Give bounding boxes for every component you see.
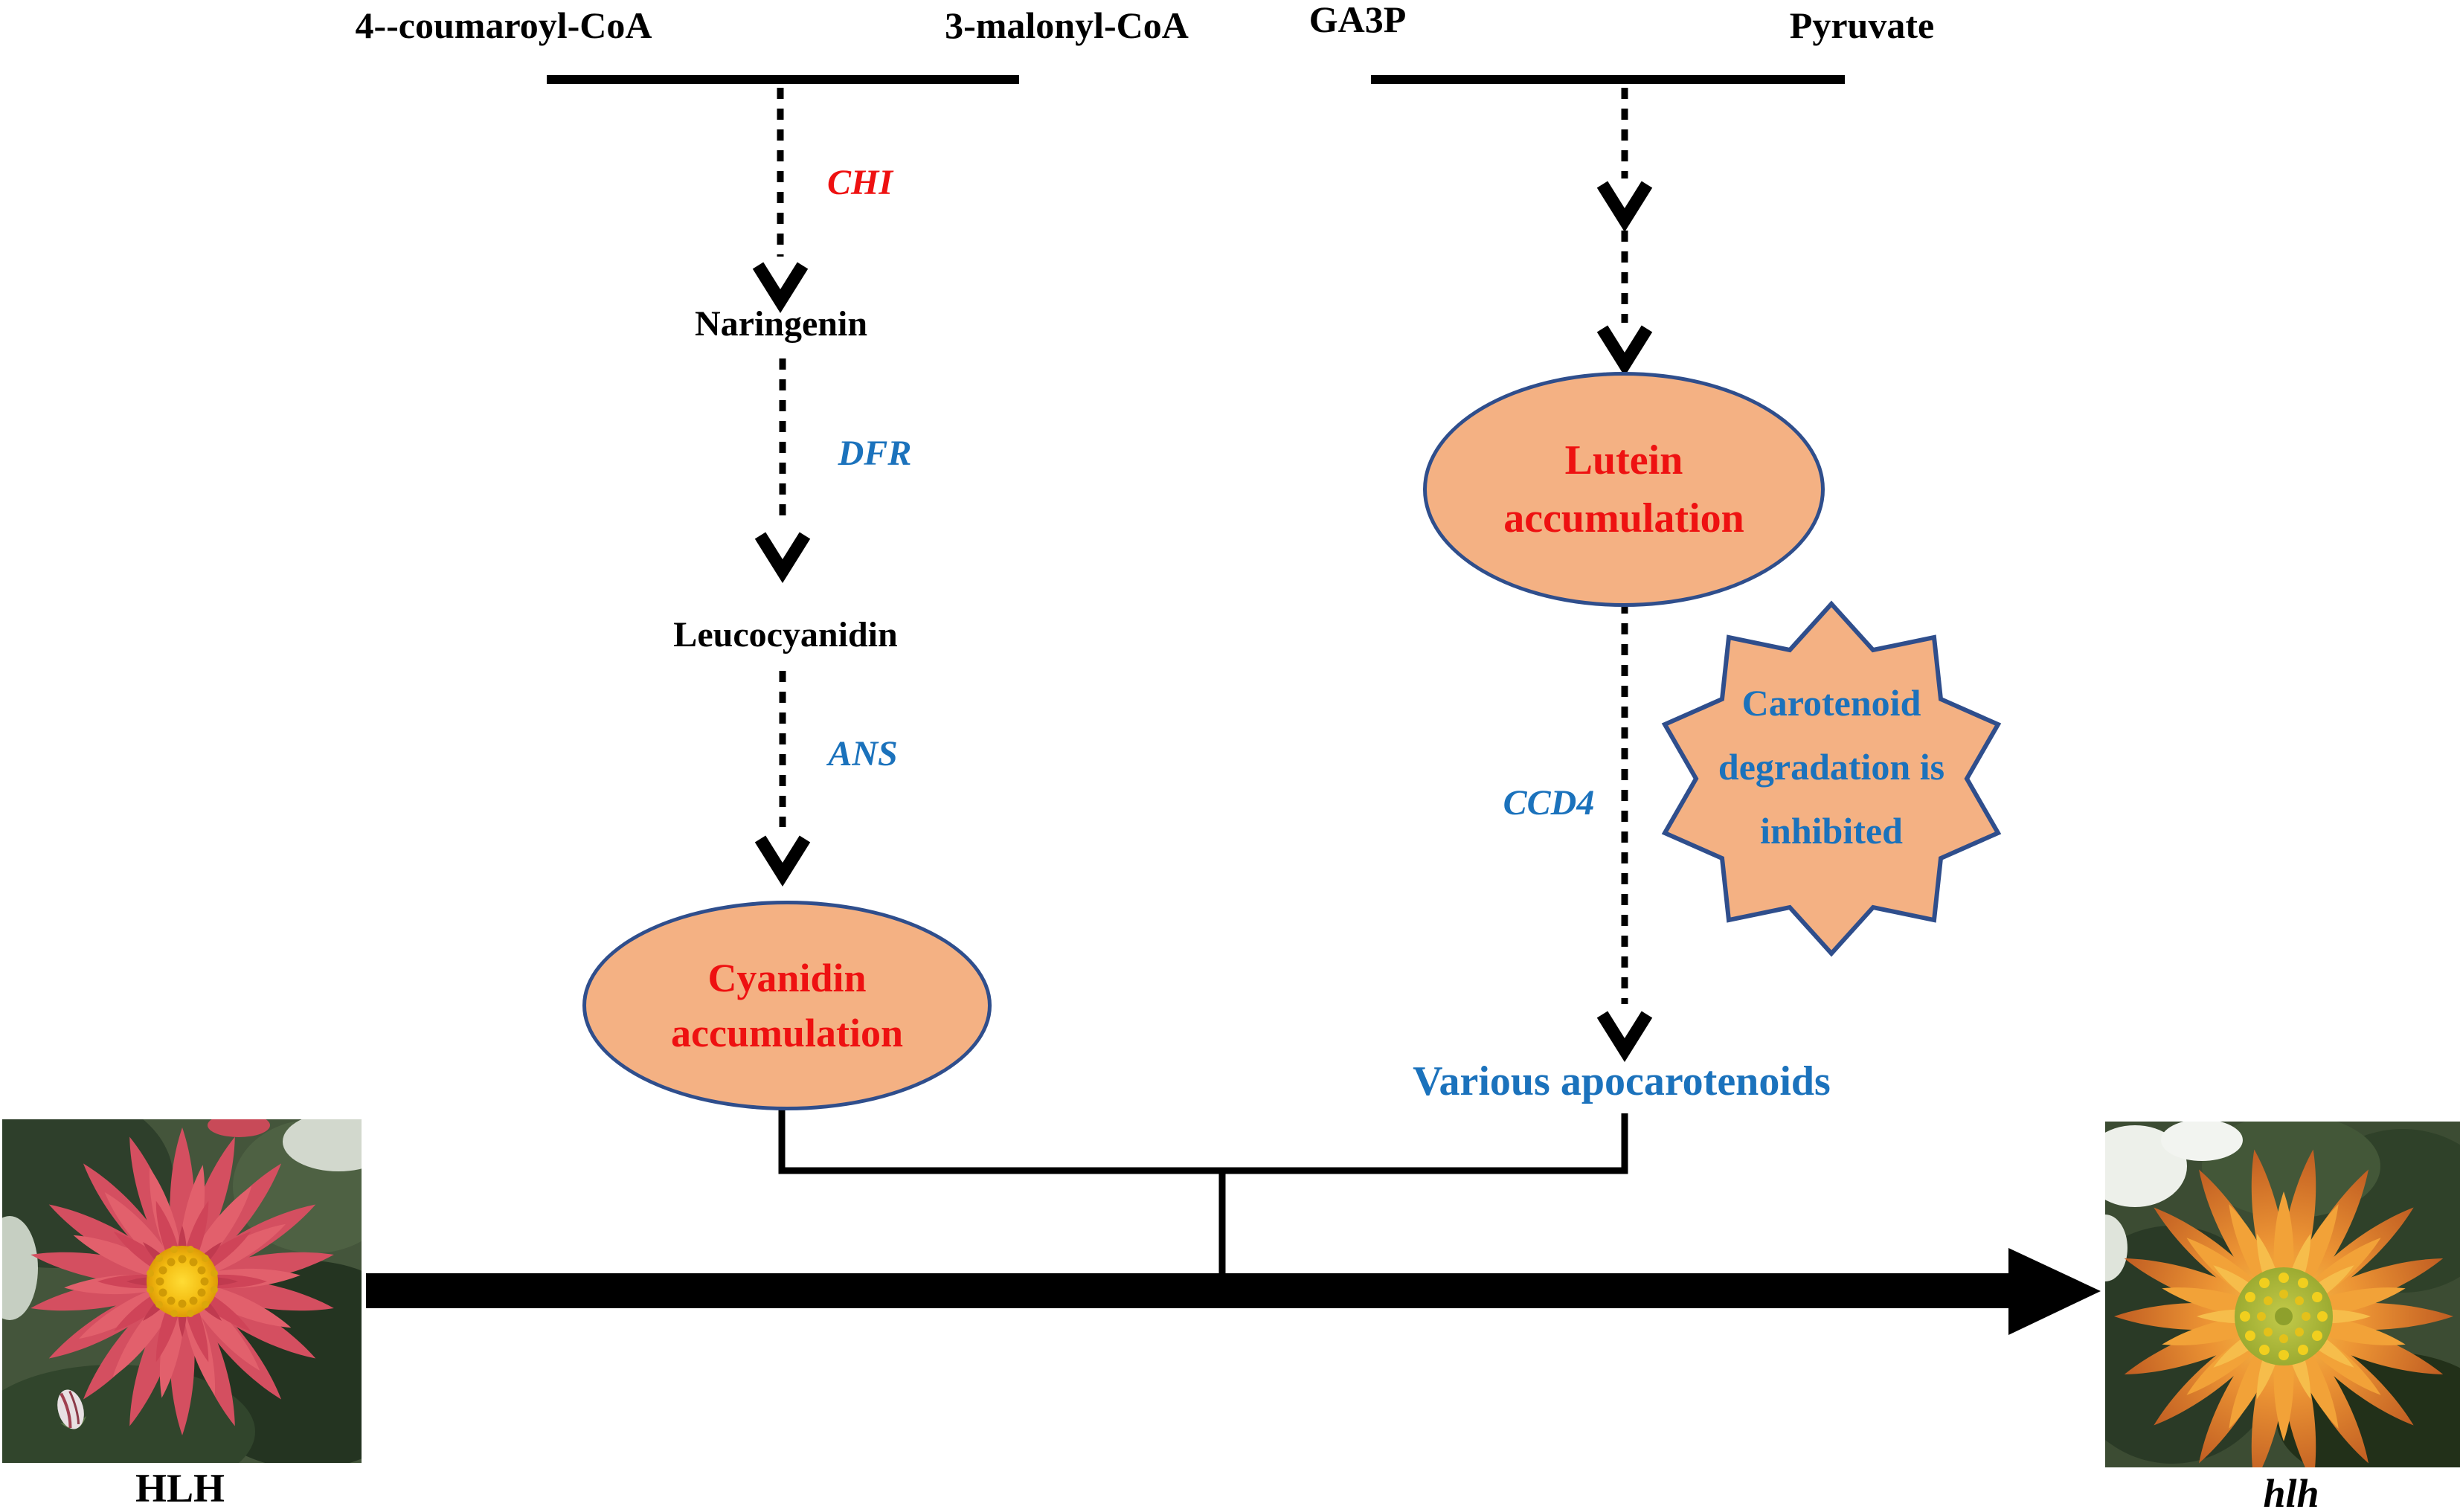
cyanidin-accumulation-node: Cyanidin accumulation xyxy=(582,901,992,1110)
metabolite-naringenin: Naringenin xyxy=(694,304,868,344)
lutein-accumulation-node: Lutein accumulation xyxy=(1423,372,1825,607)
arrowhead-icon xyxy=(752,262,809,314)
center-florets xyxy=(2240,1273,2328,1360)
starburst-shape xyxy=(1661,600,2002,957)
big-arrow-head-icon xyxy=(2008,1248,2101,1335)
substrate-coumaroyl-coa: 4--coumaroyl-CoA xyxy=(355,4,652,46)
substrate-pyruvate: Pyruvate xyxy=(1789,4,1935,46)
phenotype-label-hlh-mutant: hlh xyxy=(2263,1471,2319,1512)
flavonoid-substrate-bar xyxy=(547,75,1019,84)
note-line1: Carotenoid xyxy=(1741,682,1921,724)
note-line2: degradation is xyxy=(1718,746,1945,788)
cyanidin-node-line2: accumulation xyxy=(670,1011,903,1055)
enzyme-ans: ANS xyxy=(828,734,898,773)
arrowhead-icon xyxy=(754,532,811,584)
branch-connector-line xyxy=(778,1100,1628,1174)
lutein-node-line2: accumulation xyxy=(1503,495,1744,541)
red-chrysanthemum-illustration xyxy=(2,1119,362,1463)
arrowhead-icon xyxy=(754,835,811,887)
flower-bud xyxy=(57,1389,87,1429)
yellow-flower-center xyxy=(147,1246,218,1317)
cyanidin-node-line1: Cyanidin xyxy=(707,956,867,1000)
arrowhead-icon xyxy=(1596,325,1653,377)
arrowhead-icon xyxy=(1596,181,1653,233)
enzyme-ccd4: CCD4 xyxy=(1503,783,1595,823)
arrowhead-icon xyxy=(1596,1011,1653,1063)
dashed-arrow-lines xyxy=(777,88,1628,1004)
metabolite-leucocyanidin: Leucocyanidin xyxy=(673,615,898,654)
center-florets xyxy=(155,1255,209,1308)
orange-flower-head xyxy=(2114,1147,2453,1467)
product-various-apocarotenoids: Various apocarotenoids xyxy=(1413,1058,1831,1104)
enzyme-dfr: DFR xyxy=(838,434,912,473)
substrate-ga3p: GA3P xyxy=(1308,0,1407,40)
center-florets-outer xyxy=(147,1246,218,1317)
orange-chrysanthemum-illustration xyxy=(2105,1122,2460,1467)
arrowheads xyxy=(752,181,1653,1063)
center-florets-inner xyxy=(2257,1290,2310,1343)
red-flower-head xyxy=(28,1127,336,1435)
enzyme-chi: CHI xyxy=(826,163,893,202)
phenotype-label-hlh-wildtype: HLH xyxy=(135,1466,225,1511)
center-disc xyxy=(2275,1307,2293,1325)
lutein-node-line1: Lutein xyxy=(1564,437,1683,483)
hlh-orange-flower-photo xyxy=(2105,1122,2460,1467)
hlh-red-flower-photo xyxy=(2,1119,362,1463)
carotenoid-substrate-bar xyxy=(1371,75,1845,84)
carotenoid-degradation-note: Carotenoid degradation is inhibited xyxy=(1645,671,2017,863)
substrate-malonyl-coa: 3-malonyl-CoA xyxy=(945,4,1189,46)
big-arrow-shaft xyxy=(366,1273,2012,1308)
note-line3: inhibited xyxy=(1760,810,1903,852)
